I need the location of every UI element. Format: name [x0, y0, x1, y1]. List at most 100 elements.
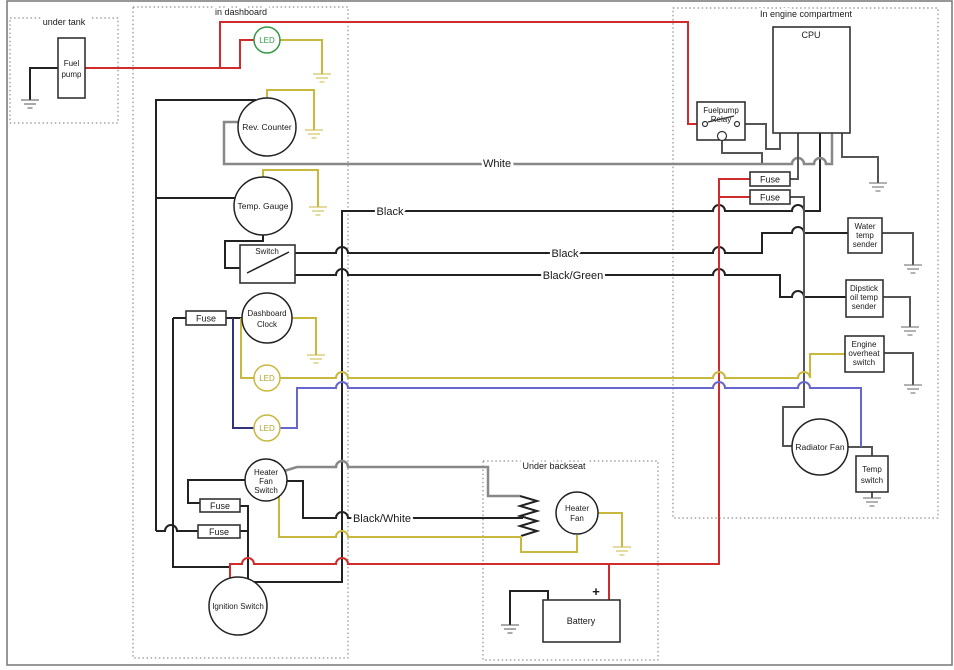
- wire-label-black-sender: Black: [552, 248, 579, 260]
- wire-dipstick-ground: [883, 296, 911, 327]
- battery-positive-sign: +: [592, 584, 600, 599]
- component-fuse-clock: Fuse: [185, 310, 227, 326]
- fuse-clock-label: Fuse: [196, 314, 216, 324]
- component-overheat-switch: Engine overheat switch: [844, 335, 885, 373]
- component-fuse-dash-2: Fuse: [199, 498, 241, 513]
- component-rev-counter: Rev. Counter: [237, 97, 297, 157]
- component-led-1: LED: [253, 364, 281, 392]
- led2-label: LED: [259, 424, 275, 433]
- radiator-fan-motor: [791, 418, 849, 476]
- fuse-dash3-box: [197, 524, 241, 539]
- wire-heater-switch-feed: [187, 479, 246, 504]
- wire-label-black-green: Black/Green: [543, 270, 604, 282]
- component-water-temp-sender: Water temp sender: [847, 217, 883, 254]
- component-gauge-switch: Switch: [239, 244, 296, 284]
- red-wires: [85, 21, 750, 600]
- rev-counter-label: Rev. Counter: [242, 122, 292, 132]
- component-fuel-pump: Fuel pump: [57, 37, 86, 99]
- ground-icon-led: [312, 73, 332, 83]
- overheat-switch-label: Engine: [852, 340, 877, 349]
- heater-fan-motor: [555, 491, 599, 535]
- wire-black-white-to-resistor: [286, 480, 523, 519]
- component-temp-switch: Temp switch: [855, 455, 889, 493]
- resistor-zigzag: [516, 495, 541, 537]
- ground-icon-battery: [500, 624, 520, 634]
- wire-red-to-relay: [219, 21, 702, 125]
- ground-icon-water-sender: [903, 264, 923, 274]
- component-fuse-engine-1: Fuse: [749, 171, 791, 187]
- component-led-green: LED: [253, 26, 281, 54]
- wire-fan-to-temp-switch: [848, 446, 873, 456]
- fuel-pump-box: [57, 37, 86, 99]
- overheat-switch-label: switch: [853, 358, 875, 367]
- fuse-dash3-label: Fuse: [209, 527, 229, 537]
- battery-box: [542, 599, 621, 643]
- fuelpump-relay-label: Fuelpump: [703, 106, 739, 115]
- ground-icon-dipstick: [900, 326, 920, 336]
- fuse-dash2-box: [199, 498, 241, 513]
- wire-red-battery-bus: [229, 178, 750, 579]
- wire-gauge-to-switch: [224, 235, 264, 269]
- wire-water-sender-ground: [882, 232, 914, 265]
- wire-led-ground: [280, 39, 323, 74]
- dashboard-clock-label: Clock: [257, 320, 278, 329]
- wire-label-black-cpu: Black: [377, 206, 404, 218]
- temp-gauge-label: Temp. Gauge: [237, 201, 288, 211]
- region-label-engine-compartment: In engine compartment: [760, 9, 853, 19]
- component-heater-fan: Heater Fan: [555, 491, 599, 535]
- relay-coil-icon: [716, 130, 728, 142]
- dipstick-sender-label: sender: [852, 302, 877, 311]
- fuse-engine2-box: [749, 189, 791, 205]
- wire-clock-ground: [292, 317, 317, 355]
- engine-wires: [721, 123, 914, 498]
- page-frame: [6, 0, 953, 666]
- water-temp-sender-label: temp: [856, 231, 874, 240]
- led-green-label: LED: [259, 36, 275, 45]
- temp-switch-box: [855, 455, 889, 493]
- ground-icon-heater-fan: [612, 546, 632, 556]
- ground-icon-temp-switch: [862, 497, 882, 507]
- led1-icon: [253, 364, 281, 392]
- wire-left-bus-a: [155, 99, 256, 531]
- relay-contact-icon: [733, 120, 741, 128]
- ignition-switch-label: Ignition Switch: [212, 602, 264, 611]
- region-label-in-dashboard: in dashboard: [215, 7, 267, 17]
- wire-black-ignition-to-cpu: [253, 133, 821, 583]
- wire-fuse2-to-radiator-fan: [782, 196, 805, 447]
- dashboard-clock-gauge: [241, 292, 293, 344]
- heater-fan-switch-knob: [244, 458, 288, 502]
- wire-yellow-heater-switch-to-fan: [278, 494, 578, 553]
- wire-blue-led-to-radiator-fan: [280, 381, 862, 447]
- wire-heater-fan-ground: [598, 512, 623, 547]
- heater-fan-switch-label: Heater: [254, 468, 278, 477]
- relay-contact-icon: [701, 120, 709, 128]
- heater-fan-label: Heater: [565, 504, 589, 513]
- wire-tempgauge-ground: [262, 169, 319, 207]
- wire-fuelpump-ground: [29, 67, 58, 100]
- radiator-fan-label: Radiator Fan: [795, 442, 844, 452]
- grey-wires: [222, 120, 834, 498]
- component-radiator-fan: Radiator Fan: [791, 418, 849, 476]
- region-label-under-backseat: Under backseat: [522, 461, 586, 471]
- led1-label: LED: [259, 374, 275, 383]
- rev-counter-gauge: [237, 97, 297, 157]
- component-dashboard-clock: Dashboard Clock: [241, 292, 293, 344]
- component-fuse-dash-3: Fuse: [197, 524, 241, 539]
- component-fuse-engine-2: Fuse: [749, 189, 791, 205]
- wire-label-white: White: [483, 158, 511, 170]
- gauge-switch-box: [239, 244, 296, 284]
- water-temp-sender-box: [847, 217, 883, 254]
- temp-switch-label: switch: [861, 476, 883, 485]
- temp-switch-label: Temp: [862, 465, 882, 474]
- region-under-backseat: [482, 460, 659, 661]
- ground-icon-overheat: [903, 384, 923, 394]
- cpu-label: CPU: [801, 30, 820, 40]
- fuse-engine2-label: Fuse: [760, 193, 780, 203]
- region-under-tank: [9, 17, 119, 124]
- component-ignition-switch: Ignition Switch: [208, 576, 268, 636]
- wire-navy-led2-feed: [232, 318, 254, 429]
- fuse-dash2-label: Fuse: [210, 501, 230, 511]
- heater-fan-switch-label: Fan: [259, 477, 273, 486]
- led-green-icon: [253, 26, 281, 54]
